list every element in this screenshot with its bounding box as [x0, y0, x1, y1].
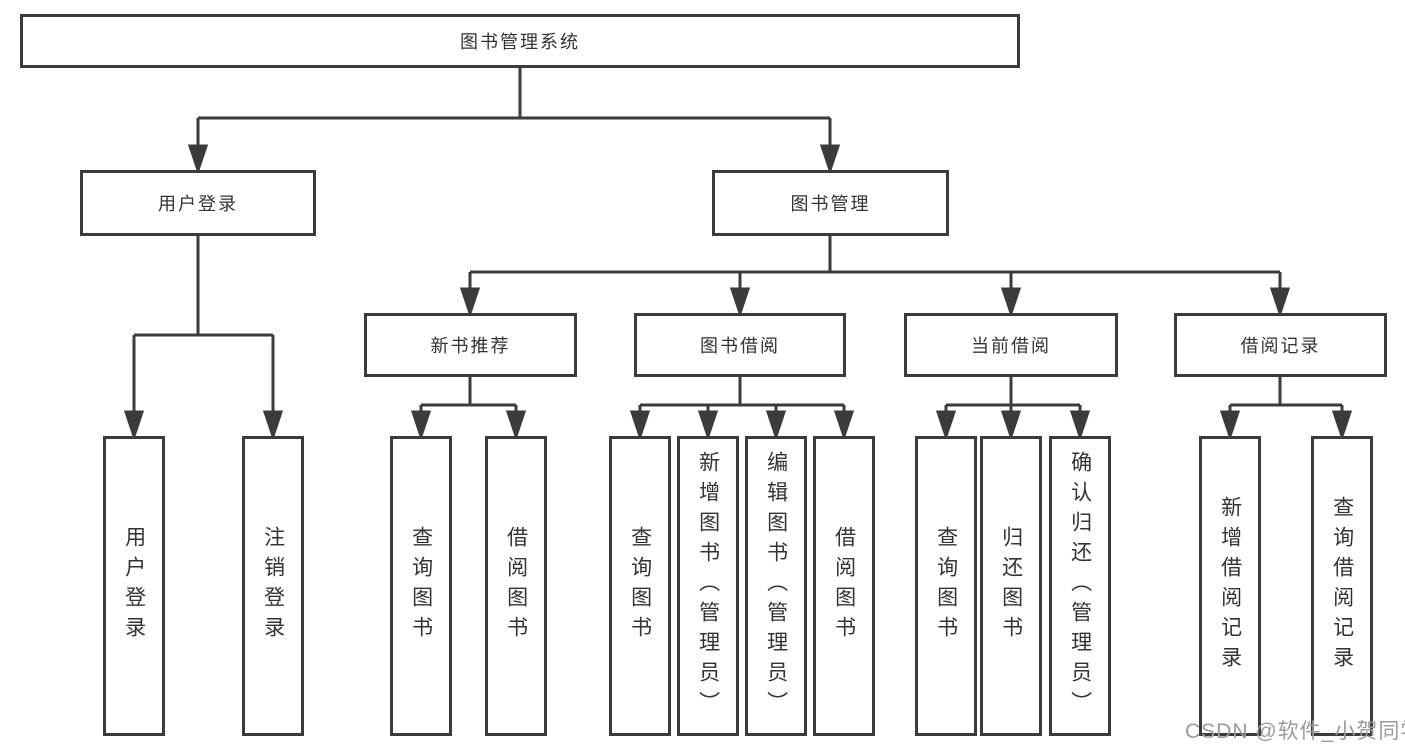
leaf-logout: 注销登录 [242, 436, 304, 736]
node-book-borrowing-label: 图书借阅 [700, 336, 780, 356]
leaf-query-books-borrowing-label: 查询图书 [628, 526, 652, 646]
arrow-down-icon [1269, 287, 1291, 318]
leaf-add-borrow-record-label: 新增借阅记录 [1218, 496, 1242, 676]
leaf-query-books-borrowing: 查询图书 [609, 436, 671, 736]
node-borrow-records-label: 借阅记录 [1240, 336, 1321, 356]
arrow-down-icon [1000, 410, 1022, 441]
arrow-down-icon [459, 287, 481, 318]
arrow-down-icon [123, 410, 145, 441]
arrow-down-icon [1219, 410, 1241, 441]
connector-root-to-level2 [187, 68, 841, 175]
arrow-down-icon [505, 410, 527, 441]
leaf-add-books-admin-label: 新增图书（管理员） [696, 451, 720, 721]
node-current-borrowing-label: 当前借阅 [971, 336, 1051, 356]
connector-userlogin-to-leaves [123, 236, 284, 441]
arrow-down-icon [629, 410, 651, 441]
node-book-borrowing: 图书借阅 [634, 313, 846, 377]
leaf-borrow-books-recommend-label: 借阅图书 [504, 526, 528, 646]
arrow-down-icon [833, 410, 855, 441]
leaf-query-borrow-record: 查询借阅记录 [1311, 436, 1373, 736]
arrow-down-icon [1069, 410, 1091, 441]
watermark: CSDN @软件_小贺同学 [1185, 720, 1405, 743]
leaf-edit-books-admin: 编辑图书（管理员） [745, 436, 807, 736]
leaf-borrow-books: 借阅图书 [813, 436, 875, 736]
leaf-borrow-books-label: 借阅图书 [832, 526, 856, 646]
connector-borrowing-to-leaves [629, 377, 855, 441]
leaf-return-books: 归还图书 [980, 436, 1042, 736]
node-root: 图书管理系统 [20, 14, 1020, 68]
arrow-down-icon [1331, 410, 1353, 441]
leaf-borrow-books-recommend: 借阅图书 [485, 436, 547, 736]
node-new-book-recommend: 新书推荐 [364, 313, 577, 377]
leaf-return-books-label: 归还图书 [999, 526, 1023, 646]
leaf-query-books-recommend-label: 查询图书 [409, 526, 433, 646]
arrow-down-icon [765, 410, 787, 441]
node-borrow-records: 借阅记录 [1174, 313, 1387, 377]
arrow-down-icon [187, 144, 209, 175]
arrow-down-icon [262, 410, 284, 441]
connector-newbooks-to-leaves [410, 377, 527, 441]
leaf-edit-books-admin-label: 编辑图书（管理员） [764, 451, 788, 721]
connector-records-to-leaves [1219, 377, 1353, 441]
arrow-down-icon [819, 144, 841, 175]
connector-current-to-leaves [935, 377, 1091, 441]
leaf-add-borrow-record: 新增借阅记录 [1199, 436, 1261, 736]
node-book-management: 图书管理 [712, 170, 949, 236]
arrow-down-icon [935, 410, 957, 441]
node-root-label: 图书管理系统 [460, 32, 580, 52]
arrow-down-icon [697, 410, 719, 441]
node-current-borrowing: 当前借阅 [904, 313, 1118, 377]
node-user-login: 用户登录 [80, 170, 316, 236]
arrow-down-icon [410, 410, 432, 441]
leaf-user-login-label: 用户登录 [122, 526, 146, 646]
leaf-add-books-admin: 新增图书（管理员） [677, 436, 739, 736]
leaf-confirm-return-admin-label: 确认归还（管理员） [1068, 451, 1092, 721]
leaf-confirm-return-admin: 确认归还（管理员） [1049, 436, 1111, 736]
leaf-query-borrow-record-label: 查询借阅记录 [1330, 496, 1354, 676]
node-book-management-label: 图书管理 [790, 194, 871, 214]
node-new-book-recommend-label: 新书推荐 [430, 336, 511, 356]
leaf-query-books-recommend: 查询图书 [390, 436, 452, 736]
arrow-down-icon [729, 287, 751, 318]
node-user-login-label: 用户登录 [158, 194, 238, 214]
connector-bookmgmt-to-level3 [459, 236, 1291, 318]
leaf-query-books-current: 查询图书 [915, 436, 977, 736]
leaf-logout-label: 注销登录 [261, 526, 285, 646]
leaf-user-login: 用户登录 [103, 436, 165, 736]
leaf-query-books-current-label: 查询图书 [934, 526, 958, 646]
arrow-down-icon [1000, 287, 1022, 318]
